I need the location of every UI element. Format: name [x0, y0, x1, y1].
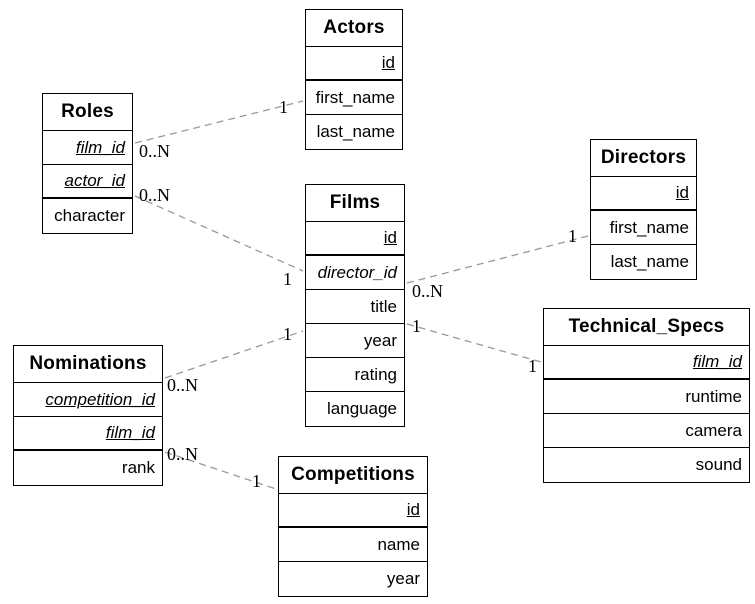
cardinality-nominations-films-near-nominations: 0..N [167, 375, 198, 395]
relationship-films-technical-specs [406, 323, 542, 363]
column-nominations-rank: rank [121, 458, 155, 477]
cardinality-films-directors-near-directors: 1 [568, 226, 577, 246]
table-nominations: Nominations competition_id film_id rank [13, 345, 163, 486]
table-technical-specs-title: Technical_Specs [544, 309, 749, 346]
column-films-director-id: director_id [306, 256, 404, 290]
relationship-roles-actors [134, 100, 304, 144]
table-films-title: Films [306, 185, 404, 222]
cardinality-films-technical-specs-near-films: 1 [412, 316, 421, 336]
column-nominations-film-id: film_id [14, 417, 162, 451]
cardinality-roles-films-near-films: 1 [283, 269, 292, 289]
column-competitions-id: id [279, 494, 427, 528]
column-competitions-name: name [279, 528, 427, 562]
table-competitions: Competitions id name year [278, 456, 428, 597]
table-nominations-title: Nominations [14, 346, 162, 383]
column-films-year: year [306, 324, 404, 358]
table-actors-title: Actors [306, 10, 402, 47]
column-films-language: language [327, 399, 397, 418]
column-roles-actor-id: actor_id [43, 165, 132, 199]
table-roles-title: Roles [43, 94, 132, 131]
column-roles-film-id: film_id [43, 131, 132, 165]
table-technical-specs: Technical_Specs film_id runtime camera s… [543, 308, 750, 483]
relationship-films-directors [406, 235, 589, 284]
table-roles: Roles film_id actor_id character [42, 93, 133, 234]
column-films-id: id [306, 222, 404, 256]
cardinality-roles-actors-near-roles: 0..N [139, 141, 170, 161]
cardinality-nominations-competitions-near-nominations: 0..N [167, 444, 198, 464]
column-actors-id: id [306, 47, 402, 81]
cardinality-nominations-films-near-films: 1 [283, 324, 292, 344]
column-directors-id: id [591, 177, 696, 211]
cardinality-nominations-competitions-near-competitions: 1 [252, 471, 261, 491]
column-roles-character: character [54, 206, 125, 225]
cardinality-roles-films-near-roles: 0..N [139, 185, 170, 205]
column-directors-first-name: first_name [591, 211, 696, 245]
column-nominations-competition-id: competition_id [14, 383, 162, 417]
column-directors-last-name: last_name [610, 252, 689, 271]
table-films: Films id director_id title year rating l… [305, 184, 405, 427]
cardinality-films-technical-specs-near-specs: 1 [528, 356, 537, 376]
table-directors-title: Directors [591, 140, 696, 177]
table-competitions-title: Competitions [279, 457, 427, 494]
column-actors-last-name: last_name [316, 122, 395, 141]
relationship-roles-films [134, 195, 304, 272]
column-actors-first-name: first_name [306, 81, 402, 115]
table-directors: Directors id first_name last_name [590, 139, 697, 280]
column-technical-specs-camera: camera [544, 414, 749, 448]
column-technical-specs-film-id: film_id [544, 346, 749, 380]
column-films-rating: rating [306, 358, 404, 392]
column-technical-specs-sound: sound [695, 455, 742, 474]
column-competitions-year: year [386, 569, 420, 588]
column-films-title: title [306, 290, 404, 324]
column-technical-specs-runtime: runtime [544, 380, 749, 414]
cardinality-roles-actors-near-actors: 1 [279, 97, 288, 117]
table-actors: Actors id first_name last_name [305, 9, 403, 150]
cardinality-films-directors-near-films: 0..N [412, 281, 443, 301]
